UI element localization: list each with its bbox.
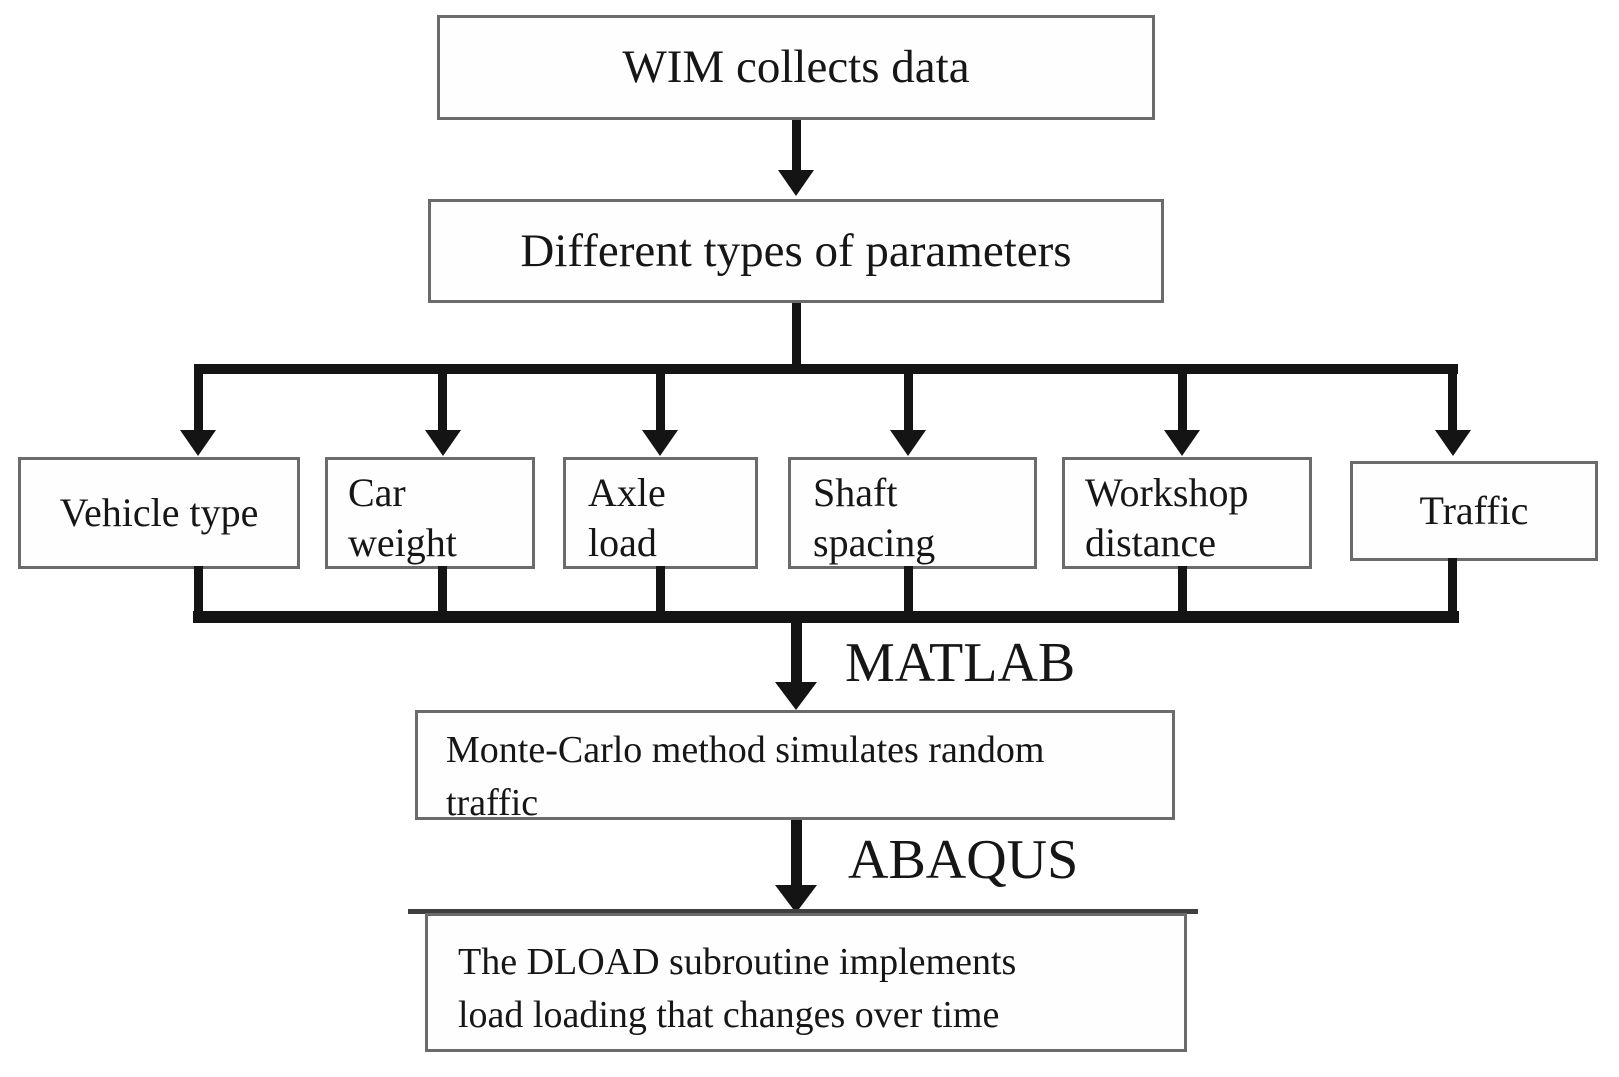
- edge-label-abaqus: ABAQUS: [848, 829, 1079, 891]
- arrow-bus-to-shaft-spacing-head: [890, 430, 926, 456]
- dload-top-accent-line: [408, 909, 1198, 914]
- stub-vehicle-type-to-bus: [194, 566, 203, 616]
- arrow-bus-to-workshop-distance-head: [1164, 430, 1200, 456]
- node-shaft-spacing: Shaft spacing: [788, 457, 1037, 569]
- node-dload: The DLOAD subroutine implements load loa…: [425, 913, 1187, 1052]
- arrow-bus-to-axle-load-shaft: [656, 368, 665, 430]
- arrow-bus-to-shaft-spacing-shaft: [904, 368, 913, 430]
- arrow-monte-carlo-to-dload-shaft: [791, 820, 802, 887]
- arrow-bus-to-car-weight-shaft: [438, 368, 447, 430]
- arrow-bus-to-car-weight-head: [425, 430, 461, 456]
- arrow-bus-to-workshop-distance-shaft: [1178, 368, 1187, 430]
- stub-traffic-to-bus: [1448, 558, 1457, 616]
- node-monte-carlo: Monte-Carlo method simulates random traf…: [415, 710, 1175, 824]
- arrow-bus-to-vehicle-type-head: [180, 430, 216, 456]
- arrow-bus-to-vehicle-type-shaft: [194, 368, 203, 430]
- arrow-bus-to-traffic-shaft: [1448, 368, 1457, 430]
- bus-bottom-line: [193, 611, 1459, 623]
- stub-params-to-bus: [792, 303, 801, 370]
- arrow-bus-to-traffic-head: [1435, 430, 1471, 456]
- bus-top-line: [194, 364, 1458, 374]
- node-different-types-of-parameters: Different types of parameters: [428, 199, 1164, 303]
- stub-car-weight-to-bus: [438, 566, 447, 616]
- node-wim-collects-data: WIM collects data: [437, 15, 1155, 120]
- stub-axle-load-to-bus: [656, 566, 665, 616]
- arrow-monte-carlo-to-dload-head: [775, 885, 817, 913]
- arrow-bus-to-monte-carlo-head: [775, 682, 817, 710]
- node-workshop-distance: Workshop distance: [1062, 457, 1312, 569]
- arrow-bus-to-monte-carlo-shaft: [791, 617, 802, 684]
- stub-shaft-spacing-to-bus: [904, 566, 913, 616]
- arrow-wim-to-params-head: [778, 170, 814, 196]
- node-axle-load: Axle load: [563, 457, 758, 569]
- edge-label-matlab: MATLAB: [845, 632, 1076, 694]
- node-vehicle-type: Vehicle type: [18, 457, 300, 569]
- stub-workshop-distance-to-bus: [1178, 566, 1187, 616]
- node-car-weight: Car weight: [325, 457, 535, 569]
- arrow-wim-to-params-shaft: [792, 120, 801, 172]
- arrow-bus-to-axle-load-head: [642, 430, 678, 456]
- node-traffic: Traffic: [1350, 461, 1598, 561]
